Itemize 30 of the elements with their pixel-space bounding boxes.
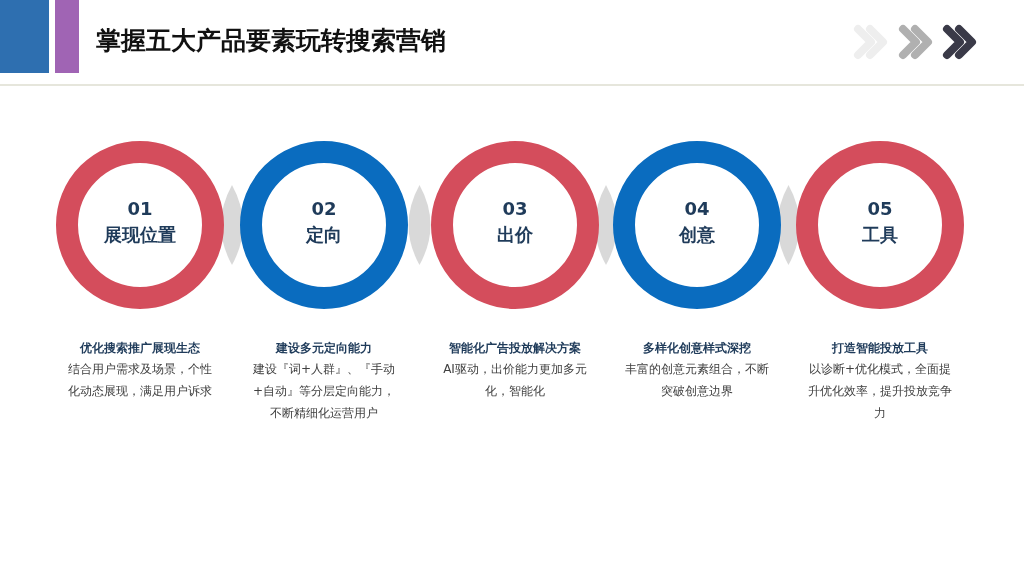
ring-node <box>55 140 225 310</box>
description-heading: 打造智能投放工具 <box>831 340 929 357</box>
step-title: 展现位置 <box>103 223 177 247</box>
lens-shape <box>595 185 617 265</box>
step-number: 02 <box>310 198 338 219</box>
description-text: 丰富的创意元素组合，不断突破创意边界 <box>624 361 770 400</box>
step-title: 工具 <box>861 223 899 247</box>
ring-node <box>239 140 409 310</box>
ring-node <box>795 140 965 310</box>
lens-shape <box>221 185 243 265</box>
description-heading: 多样化创意样式深挖 <box>642 340 752 357</box>
step-title: 定向 <box>305 223 343 247</box>
step-title: 创意 <box>678 223 716 247</box>
description-heading: 建设多元定向能力 <box>274 340 373 357</box>
description-text: 以诊断+优化模式，全面提升优化效率，提升投放竞争力 <box>807 361 953 422</box>
step-number: 05 <box>866 198 894 219</box>
step-number: 03 <box>501 198 529 219</box>
lens-shape <box>408 185 431 265</box>
description-heading: 智能化广告投放解决方案 <box>448 340 582 357</box>
step-number: 04 <box>683 198 711 219</box>
title: 掌握五大产品要素玩转搜索营销 <box>96 25 446 57</box>
description-heading: 优化搜索推广展现生态 <box>78 340 201 357</box>
lens-shape <box>777 185 800 265</box>
step-number: 01 <box>126 198 154 219</box>
ring-node <box>612 140 782 310</box>
description-text: 结合用户需求及场景，个性化动态展现，满足用户诉求 <box>67 361 213 400</box>
step-title: 出价 <box>496 223 534 247</box>
description-text: 建设『词+人群』、『手动+自动』等分层定向能力，不断精细化运营用户 <box>251 361 397 422</box>
ring-node <box>430 140 600 310</box>
description-text: AI驱动，出价能力更加多元化，智能化 <box>442 361 588 400</box>
